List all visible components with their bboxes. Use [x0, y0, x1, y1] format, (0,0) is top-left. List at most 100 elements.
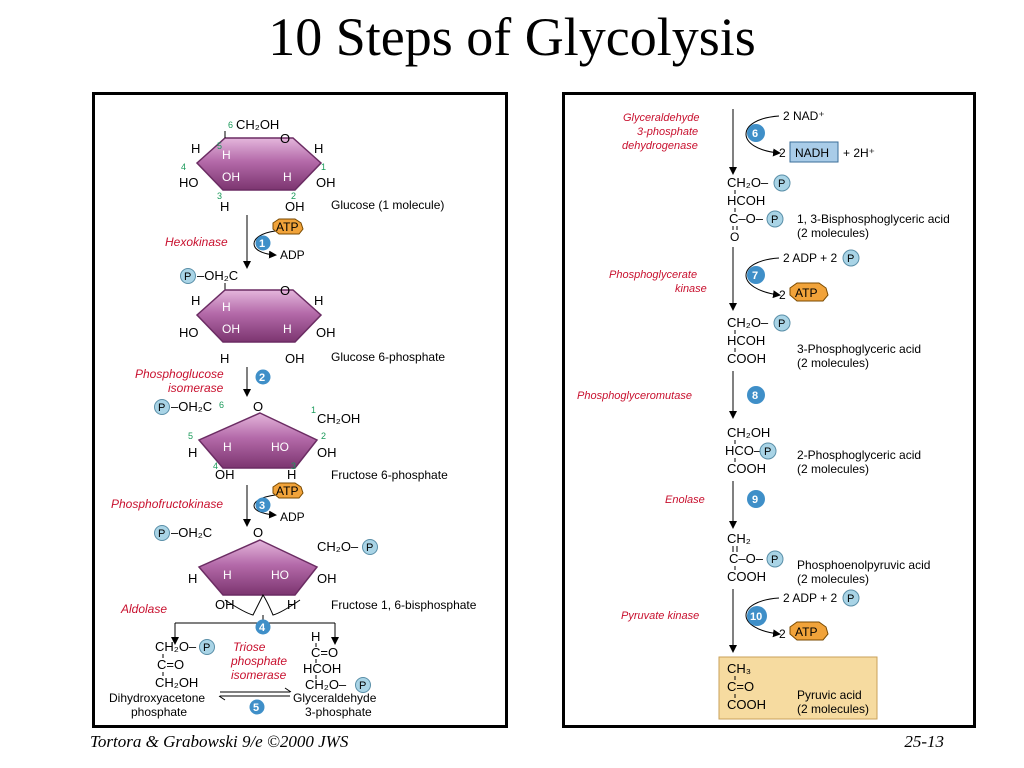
ch2o-label: CH₂O– [727, 315, 769, 330]
carbon-number-5: 5 [188, 431, 193, 441]
phosphate-p: P [158, 402, 165, 414]
h-label: H [223, 568, 232, 582]
phosphate-circle [362, 539, 378, 555]
left-diagram: 6 CH₂OH O 5 H H H 4 1 HO OH OH H 3 2 H O… [109, 117, 477, 719]
enzyme-phosphate: phosphate [230, 654, 287, 668]
enzyme-phosphoglucose: Phosphoglucose [135, 367, 224, 381]
phosphate-p: P [359, 680, 366, 692]
hcoh-label: HCOH [303, 661, 341, 676]
phosphate-p: P [771, 554, 778, 566]
plus-2h-label: + 2H⁺ [843, 146, 875, 160]
atp-badge [272, 482, 304, 499]
2-phosphoglyceric-acid-label: 2-Phosphoglyceric acid [797, 448, 921, 462]
c-eq-o-label: C=O [727, 679, 754, 694]
h-label: H [314, 141, 323, 156]
cooh-label: COOH [727, 697, 766, 712]
molecules-count-label: (2 molecules) [797, 226, 869, 240]
h-label: H [311, 629, 320, 644]
ho-label: HO [271, 568, 289, 582]
enzyme-dehydrogenase: dehydrogenase [622, 140, 698, 152]
ch2oh-label: CH₂OH [317, 411, 360, 426]
h-label: H [220, 199, 229, 214]
phosphate-p: P [847, 593, 854, 605]
h-label: H [287, 597, 296, 612]
phosphate-circle [180, 268, 196, 284]
ch2o-label: CH₂O– [305, 677, 347, 692]
step-number-circle [747, 490, 765, 508]
step-number-circle [255, 497, 271, 513]
molecules-count-label: (2 molecules) [797, 356, 869, 370]
c-o-label: C–O– [729, 211, 764, 226]
carbon-number-3: 3 [291, 461, 296, 471]
oh2c-label: –OH₂C [171, 399, 212, 414]
step-3: ATP ADP Phosphofructokinase 3 [111, 482, 305, 527]
glyceraldehyde-label: Glyceraldehyde [293, 691, 377, 705]
phosphate-circle [154, 525, 170, 541]
phosphate-circle [766, 550, 784, 568]
enzyme-isomerase: isomerase [168, 381, 224, 395]
step-number-circle [747, 124, 765, 142]
molecules-count-label: (2 molecules) [797, 572, 869, 586]
pyruvic-acid-label: Pyruvic acid [797, 688, 862, 702]
step-9: Enolase 9 [665, 481, 765, 529]
h-label: H [283, 322, 292, 336]
ho-label: HO [271, 440, 289, 454]
phosphate-circle [199, 639, 215, 655]
step-2: Phosphoglucose isomerase 2 [135, 367, 271, 397]
step-number-circle [249, 699, 265, 715]
pyruvic-acid-box [718, 656, 878, 720]
step-number: 1 [259, 238, 265, 250]
atp-badge [789, 282, 829, 302]
oh-label: OH [285, 351, 305, 366]
phosphate-p: P [184, 271, 191, 283]
step-10: Pyruvate kinase 2 ADP + 2 P 2 ATP 10 [621, 589, 860, 653]
enzyme-3-phosphate: 3-phosphate [637, 126, 698, 138]
coefficient-2: 2 [779, 288, 786, 302]
oh-label: OH [222, 322, 240, 336]
oh-label: OH [317, 445, 337, 460]
2-phosphoglyceric-acid: CH₂OH HCO– P COOH 2-Phosphoglyceric acid… [725, 425, 921, 476]
ch3-label: CH₃ [727, 661, 751, 676]
ch2o-label: CH₂O– [155, 639, 197, 654]
enzyme-pyruvate-kinase: Pyruvate kinase [621, 610, 699, 622]
nadh-box [789, 141, 839, 163]
oh-label: OH [222, 170, 240, 184]
phosphate-p: P [764, 446, 771, 458]
carbon-number-3: 3 [217, 191, 222, 201]
phosphate-circle [773, 174, 791, 192]
h-label: H [314, 293, 323, 308]
step-number-circle [747, 606, 767, 626]
step-number-circle [255, 369, 271, 385]
oh-label: OH [316, 325, 336, 340]
step-number: 5 [253, 702, 259, 714]
right-panel: Glyceraldehyde 3-phosphate dehydrogenase… [562, 92, 976, 728]
oh2c-label: –OH₂C [171, 525, 212, 540]
oh-label: OH [285, 199, 305, 214]
step-4: Aldolase 4 [120, 594, 339, 645]
right-diagram: Glyceraldehyde 3-phosphate dehydrogenase… [577, 109, 950, 720]
molecules-count-label: (2 molecules) [797, 702, 869, 716]
phosphate-circle [766, 210, 784, 228]
oh-label: OH [215, 467, 235, 482]
atp-badge [272, 218, 304, 235]
bisphosphoglyceric-acid-label: 1, 3-Bisphosphoglyceric acid [797, 212, 950, 226]
atp-label: ATP [276, 220, 298, 234]
ch2oh-label: CH₂OH [155, 675, 198, 690]
carbon-number-2: 2 [291, 191, 296, 201]
ring-oxygen: O [253, 525, 263, 540]
enzyme-enolase: Enolase [665, 494, 705, 506]
h-label: H [222, 300, 231, 314]
coefficient-2: 2 [779, 146, 786, 160]
molecules-count-label: (2 molecules) [797, 462, 869, 476]
step-number-circle [747, 386, 765, 404]
ring-oxygen: O [280, 283, 290, 298]
h-label: H [188, 571, 197, 586]
ring-oxygen: O [280, 131, 290, 146]
fructose-6p-ring [197, 412, 319, 469]
step-number: 8 [752, 390, 758, 402]
step-7: Phosphoglycerate kinase 2 ADP + 2 P 2 AT… [609, 247, 860, 311]
phosphoenolpyruvic-acid: CH₂ C–O– P COOH Phosphoenolpyruvic acid … [727, 531, 930, 586]
h-label: H [287, 467, 296, 482]
pyruvic-acid: CH₃ C=O COOH Pyruvic acid (2 molecules) [718, 656, 878, 720]
phosphate-circle [842, 589, 860, 607]
